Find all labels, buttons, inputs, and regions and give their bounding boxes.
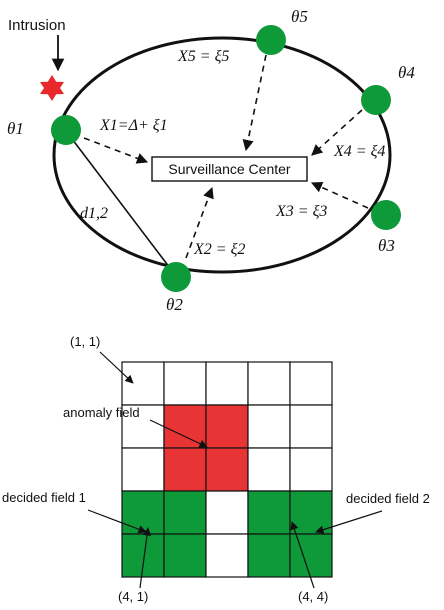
theta-label-5: θ5 (291, 7, 308, 26)
grid-cell-3-5 (289, 447, 333, 492)
theta-label-4: θ4 (398, 63, 415, 82)
sensor-node-4 (361, 85, 391, 115)
intrusion-star-icon (40, 75, 64, 101)
link-1-2 (65, 130, 177, 277)
grid-cell-3-3 (205, 447, 249, 492)
grid-cell-4-3 (205, 490, 249, 535)
grid-cell-4-1 (121, 490, 165, 535)
measurement-eq-5: X5 = ξ5 (177, 48, 229, 65)
measurement-eq-3: X3 = ξ3 (275, 203, 327, 220)
decided-field-1-label: decided field 1 (2, 490, 86, 505)
grid-cell-1-4 (247, 361, 291, 406)
pointer-decided-1 (87, 509, 147, 534)
grid-cell-1-2 (163, 361, 207, 406)
grid-cell-5-4 (247, 533, 291, 578)
pointer-bottom-1 (139, 527, 152, 589)
field-grid (121, 361, 333, 578)
theta-label-1: θ1 (7, 119, 24, 138)
grid-cell-4-4 (247, 490, 291, 535)
measurement-eq-1: X1=Δ+ ξ1 (99, 117, 168, 134)
pointer-anomaly (149, 419, 208, 448)
surveillance-center-label: Surveillance Center (168, 161, 291, 177)
report-arrow-2 (185, 186, 214, 259)
grid-cell-2-2 (163, 404, 207, 449)
pointer-decided-2 (315, 510, 383, 534)
measurement-eq-4: X4 = ξ4 (333, 143, 385, 160)
sensor-node-2 (161, 262, 191, 292)
theta-label-2: θ2 (166, 295, 183, 314)
sensor-node-1 (51, 115, 81, 145)
intrusion-label: Intrusion (8, 17, 66, 34)
grid-cell-4-5 (289, 490, 333, 535)
report-arrow-5 (242, 54, 267, 152)
grid-cell-4-2 (163, 490, 207, 535)
anomaly-field-label: anomaly field (63, 405, 140, 420)
report-arrow-1 (83, 137, 149, 164)
grid-cell-5-1 (121, 533, 165, 578)
grid-cell-1-1 (121, 361, 165, 406)
pointer-top-left (99, 351, 134, 384)
link-label: d1,2 (80, 205, 108, 222)
measurement-eq-2: X2 = ξ2 (193, 241, 245, 258)
theta-label-3: θ3 (378, 236, 395, 255)
grid-cell-1-3 (205, 361, 249, 406)
pointer-bottom-2 (290, 521, 315, 589)
decided-field-2-label: decided field 2 (346, 491, 430, 506)
grid-cell-5-5 (289, 533, 333, 578)
field-grid-section: (1, 1) anomaly field decided field 1 dec… (2, 334, 430, 604)
sensor-network: Intrusion Surveillance Center d1,2 θ1 θ2… (7, 7, 415, 314)
network-boundary (52, 36, 392, 274)
sensor-node-3 (371, 200, 401, 230)
grid-cell-5-2 (163, 533, 207, 578)
surveillance-center-box (151, 156, 308, 182)
report-arrow-4 (311, 109, 363, 156)
grid-cell-3-4 (247, 447, 291, 492)
grid-cell-3-2 (163, 447, 207, 492)
grid-cell-1-5 (289, 361, 333, 406)
grid-cell-3-1 (121, 447, 165, 492)
grid-cell-2-3 (205, 404, 249, 449)
grid-label-bottom-2: (4, 4) (298, 589, 328, 604)
grid-label-top-left: (1, 1) (70, 334, 100, 349)
grid-cell-2-5 (289, 404, 333, 449)
grid-cell-2-4 (247, 404, 291, 449)
grid-cell-5-3 (205, 533, 249, 578)
sensor-node-5 (256, 25, 286, 55)
grid-label-bottom-1: (4, 1) (118, 589, 148, 604)
